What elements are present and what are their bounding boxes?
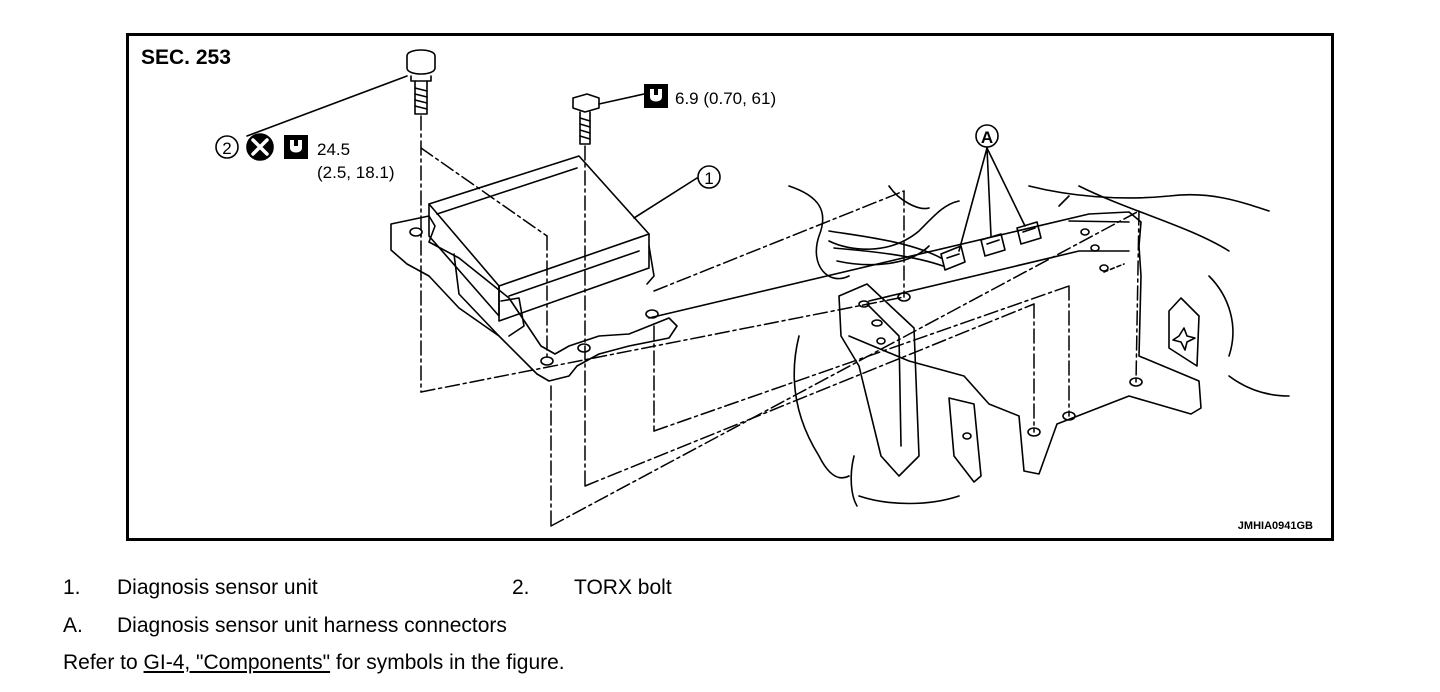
legend-label-a: Diagnosis sensor unit harness connectors bbox=[117, 614, 507, 637]
torque-bolt-alt-units: (2.5, 18.1) bbox=[317, 163, 395, 182]
callout-item-1: 1 bbox=[697, 165, 721, 189]
torx-bolt-drawing bbox=[406, 49, 436, 115]
callout-item-2: 2 bbox=[215, 135, 239, 159]
torque-wrench-icon bbox=[284, 135, 308, 159]
refer-suffix: for symbols in the figure. bbox=[330, 651, 565, 674]
torque-bolt-value: 24.5 bbox=[317, 140, 350, 159]
figure-id: JMHIA0941GB bbox=[1237, 520, 1313, 532]
callout-item-a-label: A bbox=[981, 128, 993, 147]
do-not-reuse-icon bbox=[246, 133, 274, 161]
torque-wrench-icon bbox=[644, 84, 668, 108]
alignment-lines bbox=[420, 115, 1140, 527]
screw-drawing bbox=[572, 93, 600, 145]
diagnosis-sensor-unit bbox=[390, 155, 698, 382]
callout-item-2-label: 2 bbox=[222, 139, 231, 158]
legend-num-a: A. bbox=[63, 614, 83, 637]
legend-num-1: 1. bbox=[63, 576, 81, 599]
gi-4-components-link[interactable]: GI-4, "Components" bbox=[143, 651, 331, 674]
section-label: SEC. 253 bbox=[141, 46, 231, 69]
callout-item-a: A bbox=[975, 124, 999, 148]
refer-prefix: Refer to bbox=[63, 651, 144, 674]
installation-drawing: 1 2 A 24.5 (2.5, 18.1) 6.9 (0.70, 61) bbox=[215, 49, 1290, 527]
legend-num-2: 2. bbox=[512, 576, 530, 599]
vehicle-body-structure bbox=[648, 147, 1290, 507]
legend-label-2: TORX bolt bbox=[574, 576, 672, 599]
refer-note: Refer to GI-4, "Components" for symbols … bbox=[63, 651, 565, 675]
diagram-frame: SEC. 253 bbox=[126, 33, 1334, 541]
torque-screw-value: 6.9 (0.70, 61) bbox=[675, 89, 776, 108]
callout-item-1-label: 1 bbox=[704, 169, 713, 188]
legend-label-1: Diagnosis sensor unit bbox=[117, 576, 318, 599]
